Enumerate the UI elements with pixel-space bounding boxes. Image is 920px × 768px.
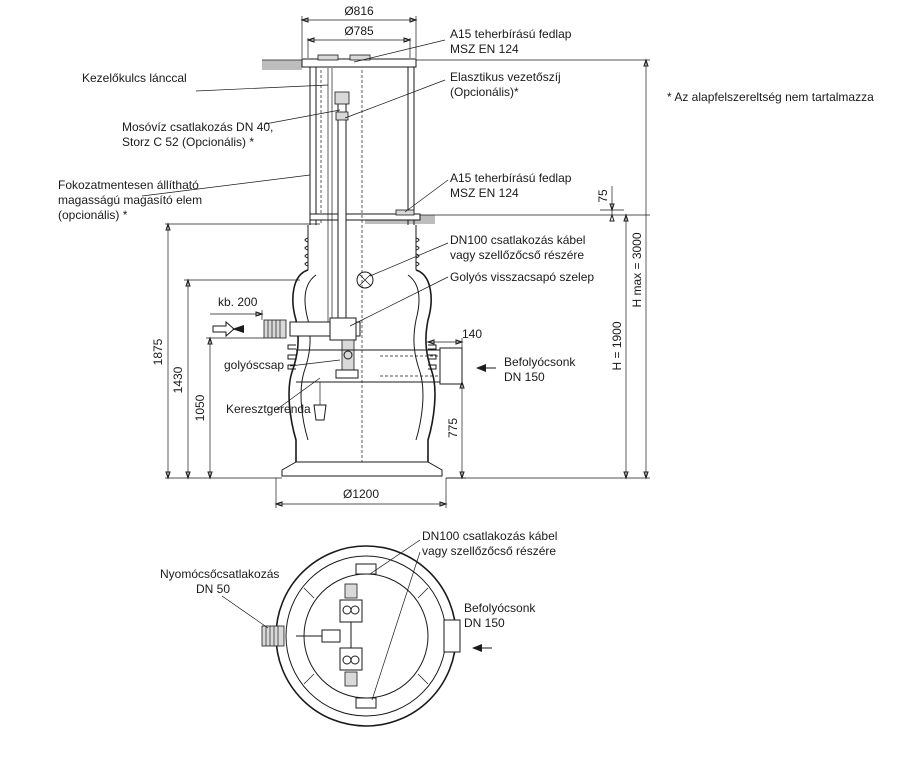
plan-label-dn100-1: DN100 csatlakozás kábel [422, 529, 557, 543]
neck-collar [304, 225, 420, 270]
dim-h1900: H = 1900 [610, 321, 624, 370]
plan-label-befolyo-1: Befolyócsonk [464, 601, 536, 615]
label-dn100-1: DN100 csatlakozás kábel [450, 233, 585, 247]
label-fedlap1-1: A15 teherbírású fedlap [450, 27, 572, 41]
label-fokozat-2: magasságú magasító elem [58, 193, 202, 207]
dim-d785: Ø785 [344, 24, 374, 38]
label-golyos-szelep: Golyós visszacsapó szelep [450, 270, 594, 284]
outlet-pipe [263, 317, 361, 379]
label-befolyo-1: Befolyócsonk [504, 355, 576, 369]
pump-rod [337, 94, 347, 326]
dim-hmax: H max = 3000 [630, 232, 644, 307]
lower-cover-lid [309, 213, 421, 221]
label-alap-note: * Az alapfelszereltség nem tartalmazza [667, 90, 874, 104]
label-golyoscsap: golyóscsap [224, 358, 284, 372]
plan-pump-top [339, 583, 363, 623]
base-plate [281, 461, 443, 477]
label-fokozat-3: (opcionális) * [58, 208, 128, 222]
dim-h1430: 1430 [171, 366, 185, 393]
plan-label-nyomo-1: Nyomócsőcsatlakozás [160, 567, 279, 581]
dim-d816: Ø816 [344, 4, 374, 18]
dim-d1200: Ø1200 [343, 487, 379, 501]
label-kezelokulcs: Kezelőkulcs lánccal [82, 71, 187, 85]
dim-140: 140 [462, 327, 482, 341]
label-fedlap2-1: A15 teherbírású fedlap [450, 171, 572, 185]
dim-h1875: 1875 [151, 338, 165, 365]
label-moso-1: Mosóvíz csatlakozás DN 40, [122, 120, 273, 134]
plan-label-befolyo-2: DN 150 [464, 616, 505, 630]
inlet-pipe [296, 347, 463, 385]
label-keresztgerenda: Keresztgerenda [226, 402, 311, 416]
label-befolyo-2: DN 150 [504, 370, 545, 384]
extension-riser [309, 67, 415, 225]
plan-label-dn100-2: vagy szellőzőcső részére [422, 544, 556, 558]
plan-view: DN100 csatlakozás kábel vagy szellőzőcső… [160, 529, 557, 727]
dim-h775: 775 [446, 418, 460, 438]
label-fedlap1-2: MSZ EN 124 [450, 42, 519, 56]
dn100-opening [356, 271, 374, 289]
plan-label-nyomo-2: DN 50 [196, 582, 230, 596]
ground-top [262, 60, 302, 70]
elevation-view: Ø816 Ø785 Ø1200 1875 1430 1050 kb. 200 [58, 4, 874, 508]
dim-h75: 75 [596, 189, 610, 203]
label-dn100-2: vagy szellőzőcső részére [450, 248, 584, 262]
plan-pump-bottom [339, 647, 363, 687]
label-fokozat-1: Fokozatmentesen állítható [58, 178, 199, 192]
plan-discharge [261, 625, 285, 647]
label-moso-2: Storz C 52 (Opcionális) * [122, 135, 254, 149]
dim-kb200: kb. 200 [218, 295, 258, 309]
float-switch [313, 404, 327, 421]
label-elasztikus-1: Elasztikus vezetőszíj [450, 70, 561, 84]
dim-h1050: 1050 [193, 394, 207, 421]
plan-inlet-stub [443, 619, 461, 653]
label-elasztikus-2: (Opcionális)* [450, 85, 519, 99]
label-fedlap2-2: MSZ EN 124 [450, 186, 519, 200]
